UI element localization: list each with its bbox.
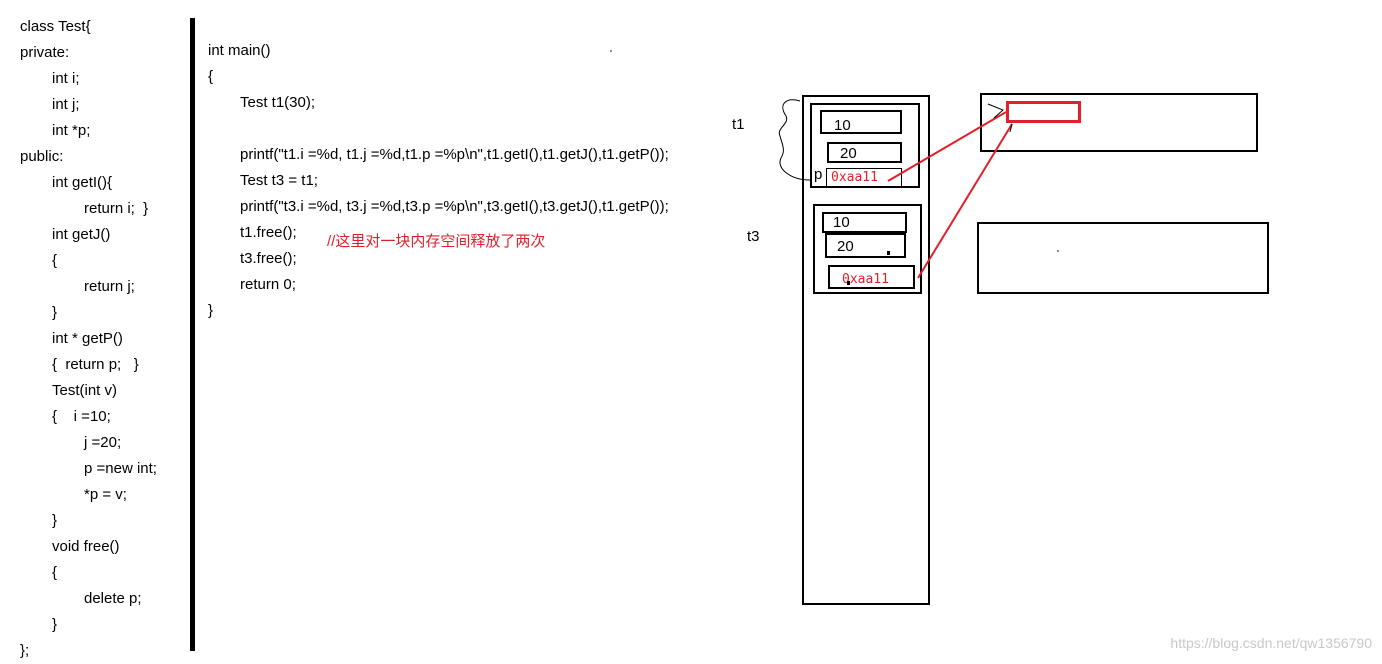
code-line: { return p; } (52, 356, 139, 373)
code-line: } (52, 304, 58, 321)
watermark: https://blog.csdn.net/qw1356790 (1170, 635, 1372, 651)
code-line: *p = v; (84, 486, 127, 503)
double-free-comment: //这里对一块内存空间释放了两次 (327, 233, 546, 250)
t1-p-value: 0xaa11 (831, 170, 878, 185)
code-line: int main() (208, 42, 271, 59)
code-line: t1.free(); (240, 224, 297, 241)
t3-i-value: 10 (833, 214, 850, 231)
code-line: } (208, 302, 214, 319)
vertical-divider (190, 18, 195, 651)
code-line: int *p; (52, 122, 91, 139)
p-label: p (814, 166, 823, 183)
code-line: { (52, 252, 58, 269)
code-line: return i; } (84, 200, 149, 217)
ink-dot (847, 281, 850, 285)
code-line: Test(int v) (52, 382, 118, 399)
code-line: Test t1(30); (240, 94, 316, 111)
t1-i-value: 10 (834, 117, 851, 134)
code-line: p =new int; (84, 460, 157, 477)
t1-i-box (820, 110, 902, 134)
t3-p-box (828, 265, 915, 289)
code-line: int getI(){ (52, 174, 113, 191)
t3-label: t3 (747, 228, 760, 245)
t1-j-value: 20 (840, 145, 857, 162)
code-line: printf("t1.i =%d, t1.j =%d,t1.p =%p\n",t… (240, 146, 669, 163)
ink-dot (887, 251, 890, 255)
code-line: class Test{ (20, 18, 91, 35)
t1-j-box (827, 142, 902, 163)
stack-frame (802, 95, 930, 605)
code-line: }; (20, 642, 30, 659)
code-line: } (52, 512, 58, 529)
code-line: return j; (84, 278, 135, 295)
heap-block-bottom (977, 222, 1269, 294)
code-line: int getJ() (52, 226, 111, 243)
code-line: { i =10; (52, 408, 111, 425)
code-line: private: (20, 44, 70, 61)
code-line: { (208, 68, 214, 85)
code-line: public: (20, 148, 64, 165)
main-code-block: int main() { Test t1(30); printf("t1.i =%d,… (208, 38, 669, 324)
t3-p-value: 0xaa11 (842, 272, 889, 287)
code-line: { (52, 564, 58, 581)
code-line: printf("t3.i =%d, t3.j =%d,t3.p =%p\n",t… (240, 198, 669, 215)
code-line: int i; (52, 70, 80, 87)
code-line: delete p; (84, 590, 142, 607)
code-line: int j; (52, 96, 80, 113)
code-line: Test t3 = t1; (240, 172, 318, 189)
t3-j-box (825, 233, 906, 258)
class-code-block: class Test{ private: int i; int j; int *p; pu… (20, 14, 157, 664)
code-line: } (52, 616, 58, 633)
heap-memory-cell (1006, 101, 1081, 123)
t3-i-box (822, 212, 907, 233)
t1-label: t1 (732, 116, 745, 133)
code-line: j =20; (84, 434, 122, 451)
code-line: return 0; (240, 276, 296, 293)
code-line: int * getP() (52, 330, 123, 347)
code-line: void free() (52, 538, 120, 555)
t3-j-value: 20 (837, 238, 854, 255)
code-line (208, 116, 669, 142)
code-line: t3.free(); (240, 250, 297, 267)
